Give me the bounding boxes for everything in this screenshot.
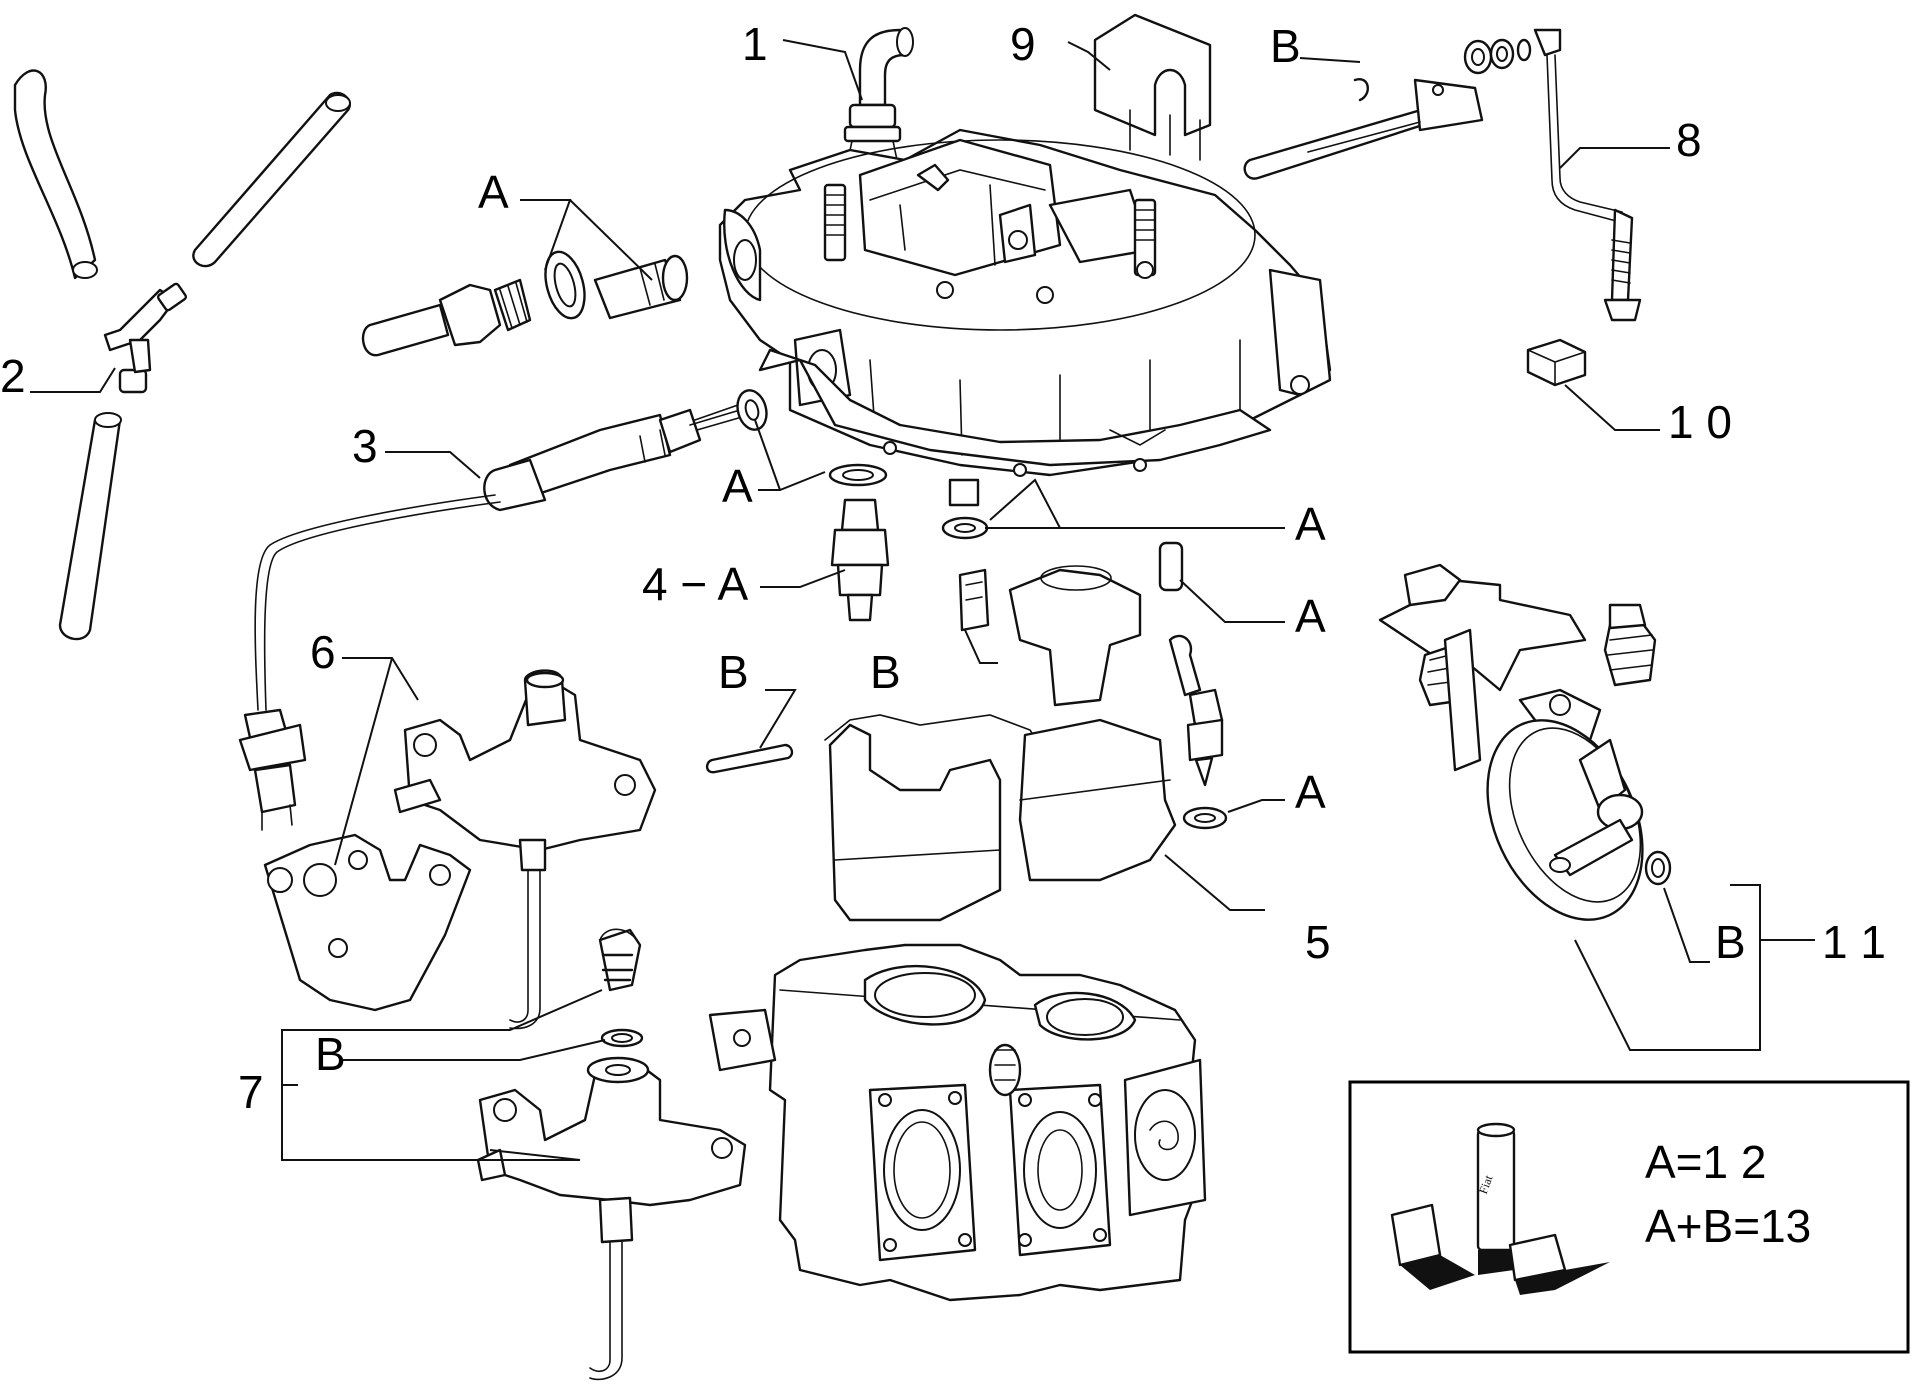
callout-labels: 1 9 B 8 A 2 1 0 3 A A 4 − A A 6 B B A B … — [0, 18, 1886, 1118]
legend-box: Fiat A=1 2 A+B=13 — [1348, 1080, 1910, 1354]
clip-b-and-float-pivot — [958, 565, 1142, 707]
part-6-vacuum-unit — [263, 669, 657, 1030]
legend-line-1: A=1 2 — [1645, 1136, 1767, 1188]
small-seals — [941, 478, 989, 540]
callout-1: 1 — [742, 18, 768, 70]
part-11-diaphragm-actuator — [1378, 563, 1672, 921]
pin-a — [1158, 541, 1184, 592]
callout-2: 2 — [0, 350, 26, 402]
needle-valve — [1168, 634, 1224, 787]
leader-lines — [30, 39, 1815, 1161]
part-2-hoses-tee — [13, 69, 351, 641]
part-7-vacuum-unit — [476, 928, 747, 1381]
part-10-block — [1526, 338, 1587, 387]
pin-b — [705, 743, 794, 774]
carburetor-top-body — [718, 128, 1332, 477]
callout-a-right-1: A — [1295, 498, 1326, 550]
carburetor-lower-body — [708, 943, 1207, 1302]
part-a-fitting-assembly — [361, 250, 689, 357]
callout-a-right-2: A — [1295, 590, 1326, 642]
part-3-sensor-cable — [238, 389, 768, 831]
callout-a-right-3: A — [1295, 766, 1326, 818]
callout-a-top: A — [478, 166, 509, 218]
callout-11: 1 1 — [1822, 916, 1886, 968]
callout-b-right: B — [1715, 916, 1746, 968]
part-9-cap — [1093, 13, 1212, 161]
callout-b-mid-2: B — [870, 646, 901, 698]
shaft-and-clip — [1243, 78, 1484, 180]
callout-b-mid-1: B — [718, 646, 749, 698]
callout-10: 1 0 — [1668, 396, 1732, 448]
callout-7: 7 — [238, 1066, 264, 1118]
part-5-floats — [824, 714, 1228, 922]
legend-line-2: A+B=13 — [1645, 1200, 1811, 1252]
fiat-products-icon: Fiat — [1390, 1122, 1610, 1295]
callout-a-washer: A — [722, 460, 753, 512]
callout-b-top: B — [1270, 20, 1301, 72]
callout-3: 3 — [352, 420, 378, 472]
part-8-wire-connector — [1463, 28, 1642, 322]
part-4-sensor — [828, 463, 890, 622]
part-1-elbow-connector — [843, 27, 914, 161]
callout-b-left: B — [315, 1028, 346, 1080]
callout-4-a: 4 − A — [642, 558, 748, 610]
fiat-brand-label: Fiat — [1476, 1173, 1496, 1196]
callout-6: 6 — [310, 626, 336, 678]
carburetor-gasket — [758, 348, 1272, 477]
callout-8: 8 — [1676, 114, 1702, 166]
callout-9: 9 — [1010, 18, 1036, 70]
callout-5: 5 — [1305, 916, 1331, 968]
